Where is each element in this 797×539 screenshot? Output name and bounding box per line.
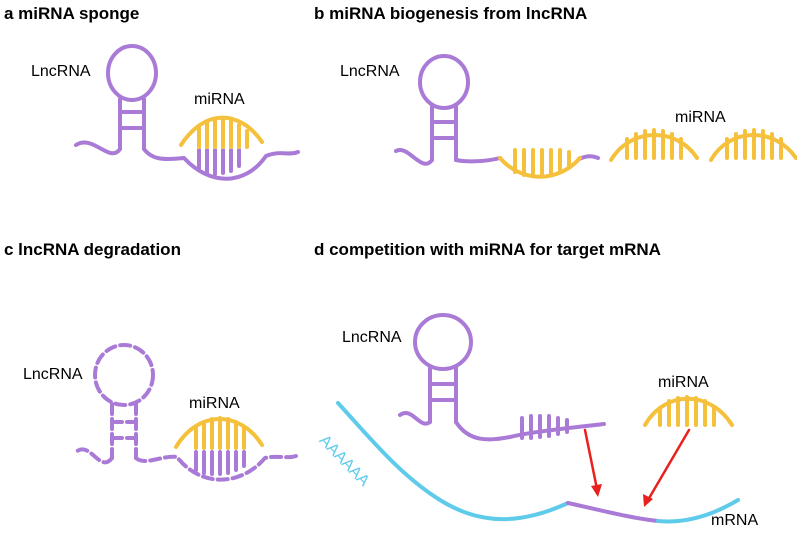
panel-c-lncrna-degraded <box>74 343 298 482</box>
panel-c-mirna-label: miRNA <box>189 395 240 412</box>
panel-b-lncrna <box>394 54 600 166</box>
panel-d-arrowheads <box>591 484 653 507</box>
panel-b-title: b miRNA biogenesis from lncRNA <box>314 4 588 23</box>
panel-b-mirna-label: miRNA <box>675 109 726 126</box>
panel-d-mirna-label: miRNA <box>658 374 709 391</box>
panel-a-title: a miRNA sponge <box>4 4 140 23</box>
panel-c-mirna <box>174 416 264 450</box>
panel-b-lncrna-label: LncRNA <box>340 63 400 80</box>
panel-d-lncrna <box>398 313 606 442</box>
panel-d-mirna <box>643 395 734 427</box>
panel-d-arrows <box>583 428 691 502</box>
panel-d-mrna <box>336 401 740 524</box>
panel-c-lncrna-ticks <box>194 450 246 476</box>
panel-d-mrna-label: mRNA <box>711 512 759 529</box>
panel-c-lncrna-label: LncRNA <box>23 366 83 383</box>
panel-d-title: d competition with miRNA for target mRNA <box>314 240 661 259</box>
panel-a-lncrna-label: LncRNA <box>31 63 91 80</box>
panel-a-lncrna <box>74 44 300 181</box>
panel-d-lncrna-label: LncRNA <box>342 329 402 346</box>
panel-b-mature-mirna <box>609 128 797 162</box>
panel-a-mirna <box>179 115 264 149</box>
panel-c-title: c lncRNA degradation <box>4 240 181 259</box>
panel-a-mirna-label: miRNA <box>194 91 245 108</box>
panel-b-mirna-precursor <box>498 148 582 179</box>
